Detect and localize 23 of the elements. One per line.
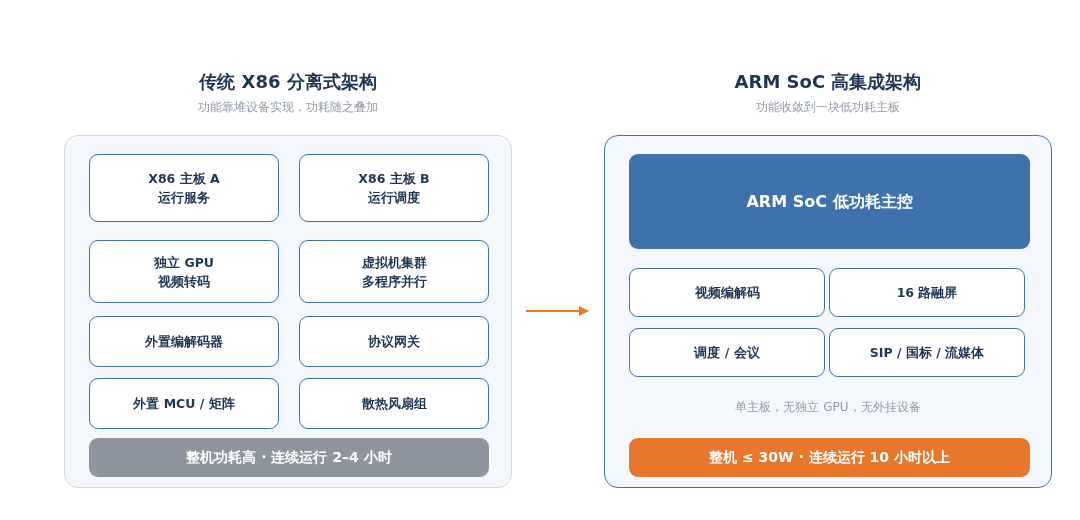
module-box: 虚拟机集群 多程序并行 <box>299 240 489 303</box>
module-box: SIP / 国标 / 流媒体 <box>829 328 1025 377</box>
panel-card <box>64 135 512 488</box>
column-title: ARM SoC 高集成架构 <box>733 70 923 94</box>
summary-bar: 整机功耗高 · 连续运行 2–4 小时 <box>89 438 489 477</box>
summary-bar: 整机 ≤ 30W · 连续运行 10 小时以上 <box>629 438 1030 477</box>
module-box: 调度 / 会议 <box>629 328 825 377</box>
column-subtitle: 功能靠堆设备实现，功耗随之叠加 <box>197 99 379 116</box>
module-box: 16 路融屏 <box>829 268 1025 317</box>
arrow <box>526 306 589 316</box>
column-title: 传统 X86 分离式架构 <box>197 70 378 94</box>
module-box: 散热风扇组 <box>299 378 489 429</box>
module-box: 协议网关 <box>299 316 489 367</box>
module-box: 独立 GPU 视频转码 <box>89 240 279 303</box>
column-subtitle: 功能收敛到一块低功耗主板 <box>755 99 901 116</box>
module-box: 视频编解码 <box>629 268 825 317</box>
module-box: 外置 MCU / 矩阵 <box>89 378 279 429</box>
module-box: 外置编解码器 <box>89 316 279 367</box>
panel-card <box>604 135 1052 488</box>
module-box: X86 主板 A 运行服务 <box>89 154 279 222</box>
soc-box: ARM SoC 低功耗主控 <box>629 154 1030 249</box>
module-box: X86 主板 B 运行调度 <box>299 154 489 222</box>
note-text: 单主板，无独立 GPU，无外挂设备 <box>734 399 922 416</box>
